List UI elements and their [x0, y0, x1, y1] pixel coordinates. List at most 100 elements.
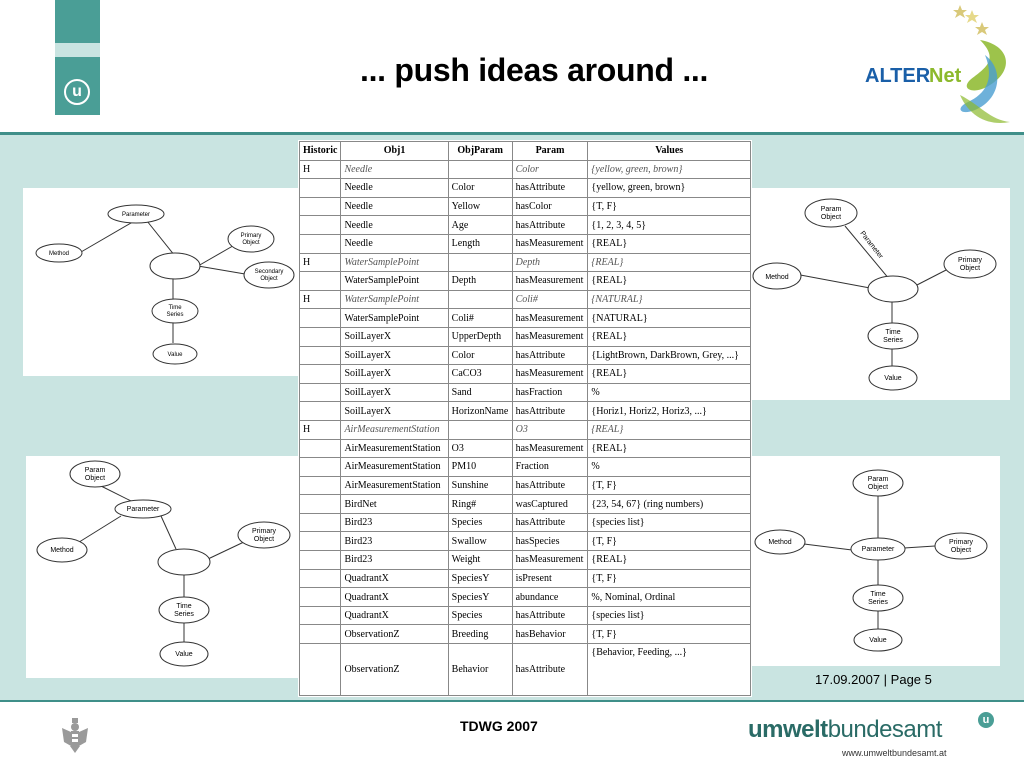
- umweltbundesamt-wordmark: umweltbundesamt: [748, 716, 942, 744]
- table-cell: hasAttribute: [511, 643, 589, 697]
- table-cell: Behavior: [447, 643, 513, 697]
- table-cell: SpeciesY: [447, 587, 513, 607]
- table-cell: Sunshine: [447, 475, 513, 496]
- table-cell: Needle: [340, 233, 449, 254]
- svg-text:Method: Method: [49, 251, 69, 257]
- table-cell: hasAttribute: [511, 512, 589, 533]
- table-cell: hasAttribute: [511, 401, 589, 421]
- table-cell: {yellow, green, brown}: [587, 159, 751, 180]
- svg-text:Time: Time: [176, 603, 191, 610]
- parameter-node: [107, 204, 165, 224]
- table-cell: Swallow: [447, 531, 513, 552]
- table-cell: [298, 587, 342, 607]
- diagram-top-right: Param Object Method Primary Object Time …: [750, 188, 1010, 400]
- svg-text:Value: Value: [884, 375, 901, 382]
- table-cell: [298, 196, 342, 217]
- svg-text:Value: Value: [168, 352, 184, 358]
- table-cell: hasAttribute: [511, 345, 589, 366]
- table-cell: Color: [447, 178, 513, 198]
- table-cell: [298, 233, 342, 254]
- brand-rest: bundesamt: [827, 716, 943, 743]
- table-cell: %: [587, 457, 751, 477]
- table-cell: [447, 289, 513, 310]
- table-cell: %: [587, 382, 751, 403]
- table-cell: Breeding: [447, 624, 513, 645]
- leaf-swirl-icon: [960, 40, 1010, 123]
- table-cell: [298, 401, 342, 421]
- header-historic: Historic: [298, 141, 342, 161]
- table-cell: %, Nominal, Ordinal: [587, 587, 751, 607]
- table-cell: Yellow: [447, 196, 513, 217]
- table-cell: [298, 364, 342, 384]
- table-cell: PM10: [447, 457, 513, 477]
- method-node: [752, 262, 802, 290]
- austrian-eagle-icon: [62, 718, 88, 753]
- table-cell: UpperDepth: [447, 326, 513, 347]
- table-cell: {REAL}: [587, 550, 751, 570]
- svg-text:Method: Method: [768, 539, 791, 546]
- parameter-node: [114, 499, 172, 519]
- diagram-bottom-right: Param Object Method Parameter Primary Ob…: [752, 456, 1000, 666]
- table-cell: {REAL}: [587, 419, 751, 440]
- table-cell: {NATURAL}: [587, 308, 751, 328]
- table-cell: [298, 382, 342, 403]
- table-cell: Needle: [340, 178, 449, 198]
- table-cell: {REAL}: [587, 252, 751, 273]
- table-cell: AirMeasurementStation: [340, 457, 449, 477]
- table-cell: [447, 419, 513, 440]
- param-object-node: [804, 198, 858, 228]
- table-cell: {T, F}: [587, 475, 751, 496]
- svg-text:Parameter: Parameter: [858, 230, 884, 261]
- table-cell: WaterSamplePoint: [340, 289, 449, 310]
- value-node: [159, 641, 209, 667]
- value-node: [868, 365, 918, 391]
- table-cell: hasFraction: [511, 382, 589, 403]
- svg-text:Series: Series: [166, 312, 183, 318]
- table-cell: Coli#: [447, 308, 513, 328]
- svg-text:Object: Object: [868, 484, 888, 491]
- svg-text:Time: Time: [870, 591, 885, 598]
- table-cell: [298, 643, 342, 697]
- footer-title: TDWG 2007: [460, 718, 538, 734]
- time-series-node: [151, 298, 199, 324]
- hub-node: [149, 252, 201, 280]
- secondary-object-node: [243, 261, 295, 289]
- parameter-node: [850, 537, 906, 561]
- table-cell: hasMeasurement: [511, 233, 589, 254]
- table-cell: H: [298, 159, 342, 180]
- value-node: [853, 628, 903, 652]
- svg-text:Primary: Primary: [949, 539, 974, 546]
- value-node: [152, 343, 198, 365]
- table-cell: SoilLayerX: [340, 382, 449, 403]
- method-node: [754, 529, 806, 555]
- table-cell: Length: [447, 233, 513, 254]
- u-logo-icon: u: [64, 79, 90, 105]
- table-cell: WaterSamplePoint: [340, 252, 449, 273]
- table-cell: H: [298, 289, 342, 310]
- table-cell: Species: [447, 605, 513, 626]
- table-cell: Color: [511, 159, 589, 180]
- svg-text:Object: Object: [254, 536, 274, 543]
- table-cell: {T, F}: [587, 624, 751, 645]
- alternet-text-alter: ALTER: [865, 65, 931, 87]
- table-cell: WaterSamplePoint: [340, 308, 449, 328]
- primary-object-node: [934, 532, 988, 560]
- table-cell: Sand: [447, 382, 513, 403]
- table-cell: H: [298, 252, 342, 273]
- table-cell: hasAttribute: [511, 605, 589, 626]
- alternet-logo: ALTER Net: [865, 5, 1010, 123]
- table-cell: Depth: [511, 252, 589, 273]
- table-cell: [298, 605, 342, 626]
- table-cell: hasAttribute: [511, 475, 589, 496]
- table-cell: [298, 326, 342, 347]
- table-cell: QuadrantX: [340, 568, 449, 589]
- svg-text:Primary: Primary: [958, 257, 983, 264]
